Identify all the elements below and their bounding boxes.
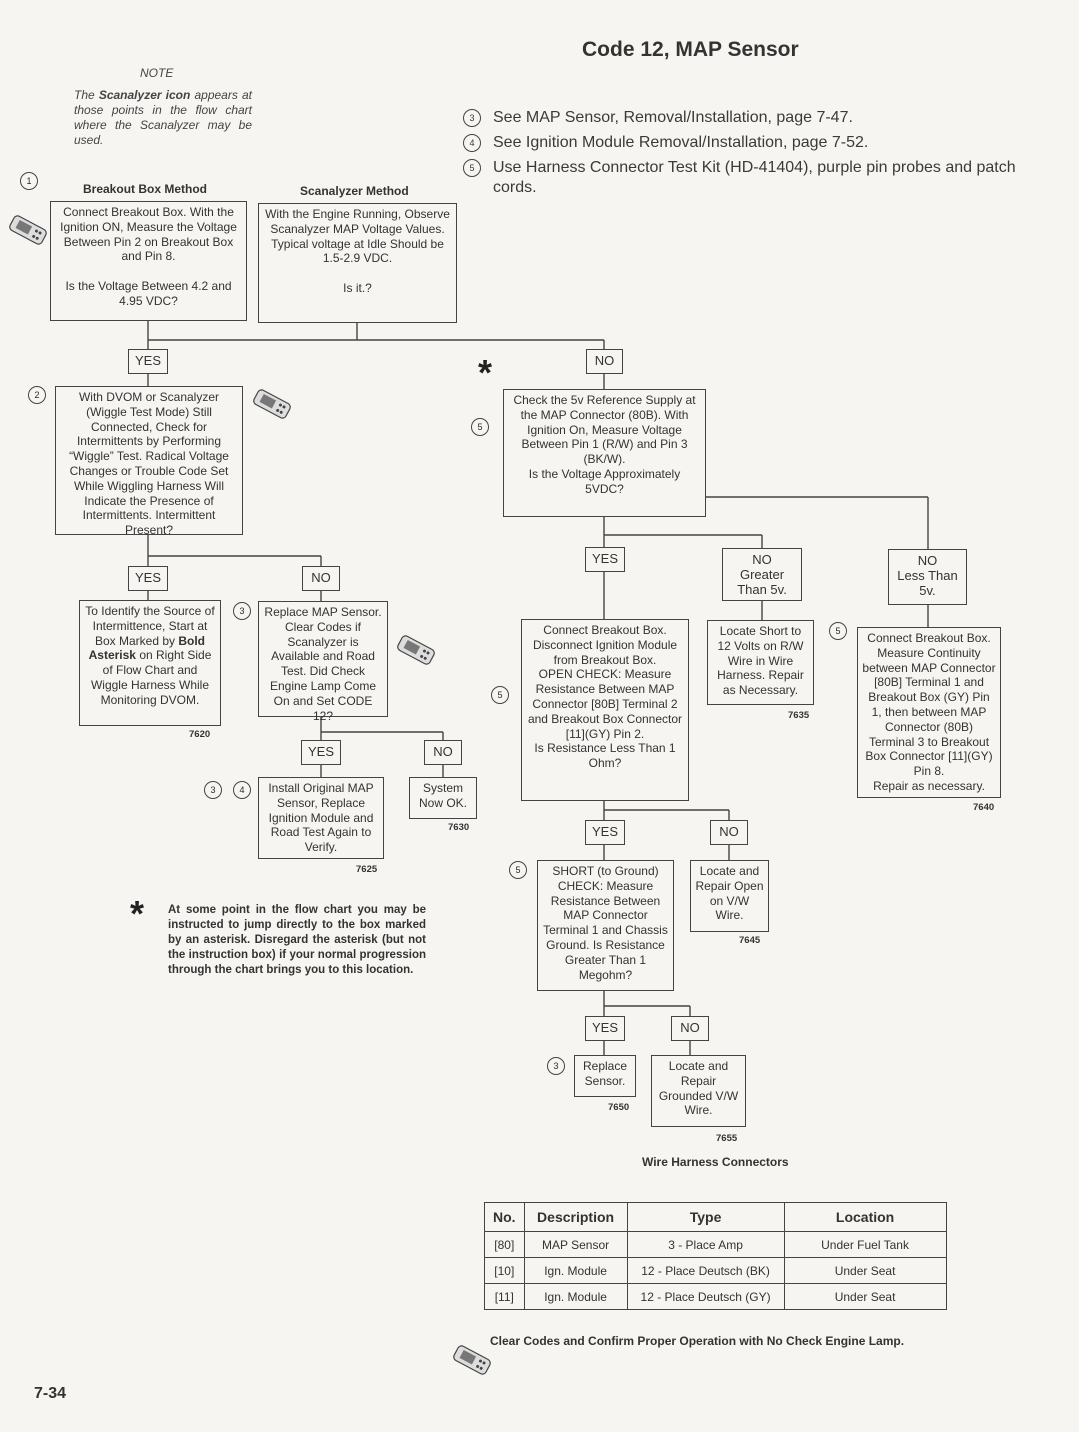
scanalyzer-icon xyxy=(253,389,291,419)
step-circle-5: 5 xyxy=(829,622,847,640)
locate-grounded-step: Locate and Repair Grounded V/W Wire. xyxy=(651,1055,746,1127)
table-row: [10] Ign. Module 12 - Place Deutsch (BK)… xyxy=(484,1257,947,1284)
column-header: No. xyxy=(484,1202,525,1232)
breakout-method-header: Breakout Box Method xyxy=(83,182,208,196)
figure-code: 7630 xyxy=(448,822,470,833)
step-circle-5: 5 xyxy=(471,418,489,436)
table-cell: 12 - Place Deutsch (GY) xyxy=(626,1283,785,1310)
figure-code: 7635 xyxy=(788,710,810,721)
locate-short-step: Locate Short to 12 Volts on R/W Wire in … xyxy=(707,620,814,705)
short-check-step: SHORT (to Ground) CHECK: Measure Resista… xyxy=(537,860,674,991)
asterisk-marker: * xyxy=(130,893,145,934)
reference-text: See Ignition Module Removal/Installation… xyxy=(493,134,869,151)
reference-list: 3 See MAP Sensor, Removal/Installation, p… xyxy=(463,108,1023,203)
yes-label: YES xyxy=(585,547,625,572)
column-header: Description xyxy=(523,1202,628,1232)
table-row: [11] Ign. Module 12 - Place Deutsch (GY)… xyxy=(484,1283,947,1310)
figure-code: 7650 xyxy=(608,1102,630,1113)
note-text: The Scanalyzer icon appears at those poi… xyxy=(74,88,252,148)
identify-text-post: on Right Side of Flow Chart and Wiggle H… xyxy=(90,648,212,707)
wire-table-title: Wire Harness Connectors xyxy=(642,1155,789,1169)
table-cell: Under Fuel Tank xyxy=(783,1231,947,1258)
step-circle-5: 5 xyxy=(491,686,509,704)
table-cell: Under Seat xyxy=(783,1257,947,1284)
scanalyzer-icon xyxy=(453,1345,491,1375)
yes-label: YES xyxy=(585,820,625,845)
table-cell: Under Seat xyxy=(783,1283,947,1310)
page-number: 7-34 xyxy=(34,1385,67,1402)
note-heading: NOTE xyxy=(140,66,174,80)
table-cell: [80] xyxy=(484,1231,525,1258)
page-title: Code 12, MAP Sensor xyxy=(582,38,799,61)
install-original-step: Install Original MAP Sensor, Replace Ign… xyxy=(258,777,384,859)
no-greater-label: NO Greater Than 5v. xyxy=(722,548,802,601)
footer-instruction: Clear Codes and Confirm Proper Operation… xyxy=(490,1334,905,1348)
reference-text: Use Harness Connector Test Kit (HD-41404… xyxy=(493,159,1016,196)
step-circle-3: 3 xyxy=(547,1057,565,1075)
figure-code: 7655 xyxy=(716,1133,738,1144)
system-ok-step: System Now OK. xyxy=(409,777,477,819)
no-label: NO xyxy=(710,820,748,845)
scanalyzer-step: With the Engine Running, Observe Scanaly… xyxy=(258,203,457,323)
table-cell: MAP Sensor xyxy=(523,1231,628,1258)
ref-number-circle: 5 xyxy=(463,159,481,177)
reference-text: See MAP Sensor, Removal/Installation, pa… xyxy=(493,109,853,126)
column-header: Location xyxy=(783,1202,947,1232)
identify-text-pre: To Identify the Source of Intermittence,… xyxy=(85,604,215,648)
yes-label: YES xyxy=(128,566,168,591)
step-circle-3: 3 xyxy=(233,602,251,620)
wiggle-test-step: With DVOM or Scanalyzer (Wiggle Test Mod… xyxy=(55,386,243,537)
reference-supply-step: Check the 5v Reference Supply at the MAP… xyxy=(503,389,706,517)
no-label: NO xyxy=(424,740,462,765)
step-circle-4: 4 xyxy=(233,781,251,799)
step-circle-2: 2 xyxy=(28,386,46,404)
figure-code: 7620 xyxy=(189,729,211,740)
figure-code: 7645 xyxy=(739,935,761,946)
table-cell: Ign. Module xyxy=(523,1283,628,1310)
scanalyzer-method-header: Scanalyzer Method xyxy=(300,184,409,198)
figure-code: 7640 xyxy=(973,802,995,813)
yes-label: YES xyxy=(301,740,341,765)
no-less-label: NO Less Than 5v. xyxy=(888,549,967,605)
table-cell: Ign. Module xyxy=(523,1257,628,1284)
step-circle-5: 5 xyxy=(509,861,527,879)
reference-item: 5 Use Harness Connector Test Kit (HD-4140… xyxy=(463,158,1023,198)
scanalyzer-icon xyxy=(9,215,47,245)
table-cell: [11] xyxy=(484,1283,525,1310)
breakout-box-step: Connect Breakout Box. With the Ignition … xyxy=(50,201,247,321)
reference-item: 4 See Ignition Module Removal/Installatio… xyxy=(463,133,1023,153)
ref-number-circle: 4 xyxy=(463,134,481,152)
ref-number-circle: 3 xyxy=(463,109,481,127)
note-text-bold: Scanalyzer icon xyxy=(98,88,191,102)
asterisk-note: At some point in the flow chart you may … xyxy=(168,904,426,976)
wire-harness-table: No. Description Type Location [80] MAP S… xyxy=(484,1202,947,1310)
column-header: Type xyxy=(626,1202,785,1232)
identify-text-bold: Bold Asterisk xyxy=(88,633,206,663)
replace-sensor-step: Replace Sensor. xyxy=(574,1055,636,1097)
table-row: [80] MAP Sensor 3 - Place Amp Under Fuel… xyxy=(484,1231,947,1258)
no-label: NO xyxy=(671,1016,709,1041)
yes-label: YES xyxy=(585,1016,625,1041)
yes-label: YES xyxy=(128,349,168,374)
note-text-pre: The xyxy=(74,88,99,102)
reference-item: 3 See MAP Sensor, Removal/Installation, p… xyxy=(463,108,1023,128)
table-cell: 12 - Place Deutsch (BK) xyxy=(626,1257,785,1284)
identify-source-step: To Identify the Source of Intermittence,… xyxy=(79,600,221,726)
replace-map-step: Replace MAP Sensor. Clear Codes if Scana… xyxy=(258,601,388,723)
no-label: NO xyxy=(302,566,340,591)
scanalyzer-icon xyxy=(397,635,435,665)
open-check-step: Connect Breakout Box. Disconnect Ignitio… xyxy=(521,619,689,801)
note-text-post: appears at those points in the flow char… xyxy=(74,88,252,147)
table-header-row: No. Description Type Location xyxy=(484,1202,947,1232)
locate-open-step: Locate and Repair Open on V/W Wire. xyxy=(690,860,769,932)
figure-code: 7625 xyxy=(356,864,378,875)
step-circle-1: 1 xyxy=(20,172,38,190)
table-cell: [10] xyxy=(484,1257,525,1284)
step-circle-3: 3 xyxy=(204,781,222,799)
table-cell: 3 - Place Amp xyxy=(626,1231,785,1258)
continuity-step: Connect Breakout Box. Measure Continuity… xyxy=(857,627,1001,798)
no-label: NO xyxy=(586,349,623,374)
asterisk-marker: * xyxy=(478,352,493,393)
